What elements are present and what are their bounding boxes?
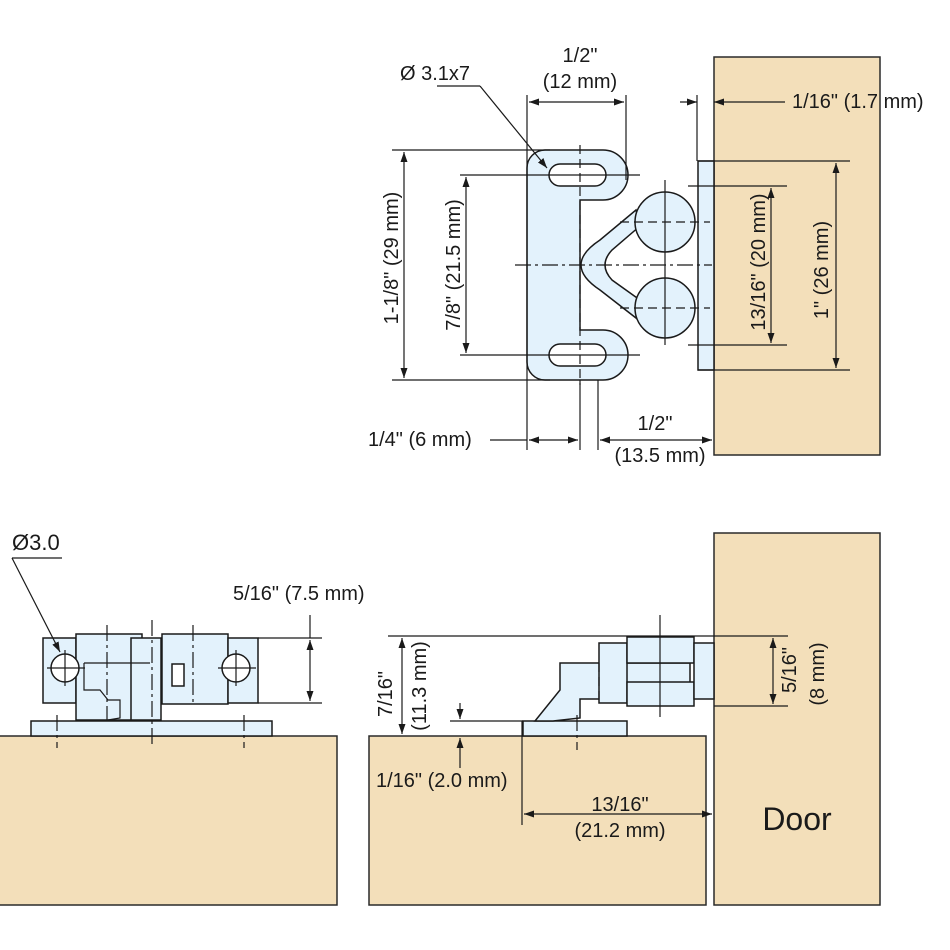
door-label: Door [762,801,832,837]
setback-mm: (21.2 mm) [574,820,665,842]
strike-height-label: 1" (26 mm) [811,221,833,319]
base-thickness-label: 1/16" (2.0 mm) [376,770,508,792]
slot-hole-label: Ø 3.1x7 [400,63,470,85]
door-offset-label: 1/16" (1.7 mm) [792,91,924,113]
plate-thickness-label: 1/4" (6 mm) [368,429,472,451]
catch-center [130,637,162,721]
hole-diameter-label: Ø3.0 [12,530,60,555]
setback-in: 13/16" [591,794,648,816]
side-strike-mm: (8 mm) [807,642,829,705]
front-view: Ø3.0 5/16" (7.5 mm) [0,530,365,906]
plate-width-in: 1/2" [563,45,598,67]
door-top-view [713,56,881,456]
side-view: 7/16" (11.3 mm) 1/16" (2.0 mm) 13/16" (2… [368,532,881,906]
side-strike-in: 5/16" [779,647,801,693]
side-height-in: 7/16" [375,671,397,717]
side-strike [693,642,715,700]
cabinet-side-view [368,735,707,906]
slot-spacing-label: 7/8" (21.5 mm) [443,199,465,331]
overall-height-label: 1-1/8" (29 mm) [381,192,403,325]
plate-width-mm: (12 mm) [543,71,617,93]
spring-slot [171,663,185,687]
cabinet-front-view [0,735,338,906]
body-height-label: 5/16" (7.5 mm) [233,583,365,605]
roller-spacing-label: 13/16" (20 mm) [748,193,770,330]
top-view: Ø 3.1x7 1/2" (12 mm) 1/16" (1.7 mm) 1-1/… [368,45,924,467]
side-housing-left [598,642,628,704]
side-height-mm: (11.3 mm) [409,641,431,731]
projection-mm: (13.5 mm) [614,445,705,467]
side-base-plate [522,720,628,737]
door-side-view [713,532,881,906]
projection-in: 1/2" [638,413,673,435]
spring-arm [580,208,641,320]
